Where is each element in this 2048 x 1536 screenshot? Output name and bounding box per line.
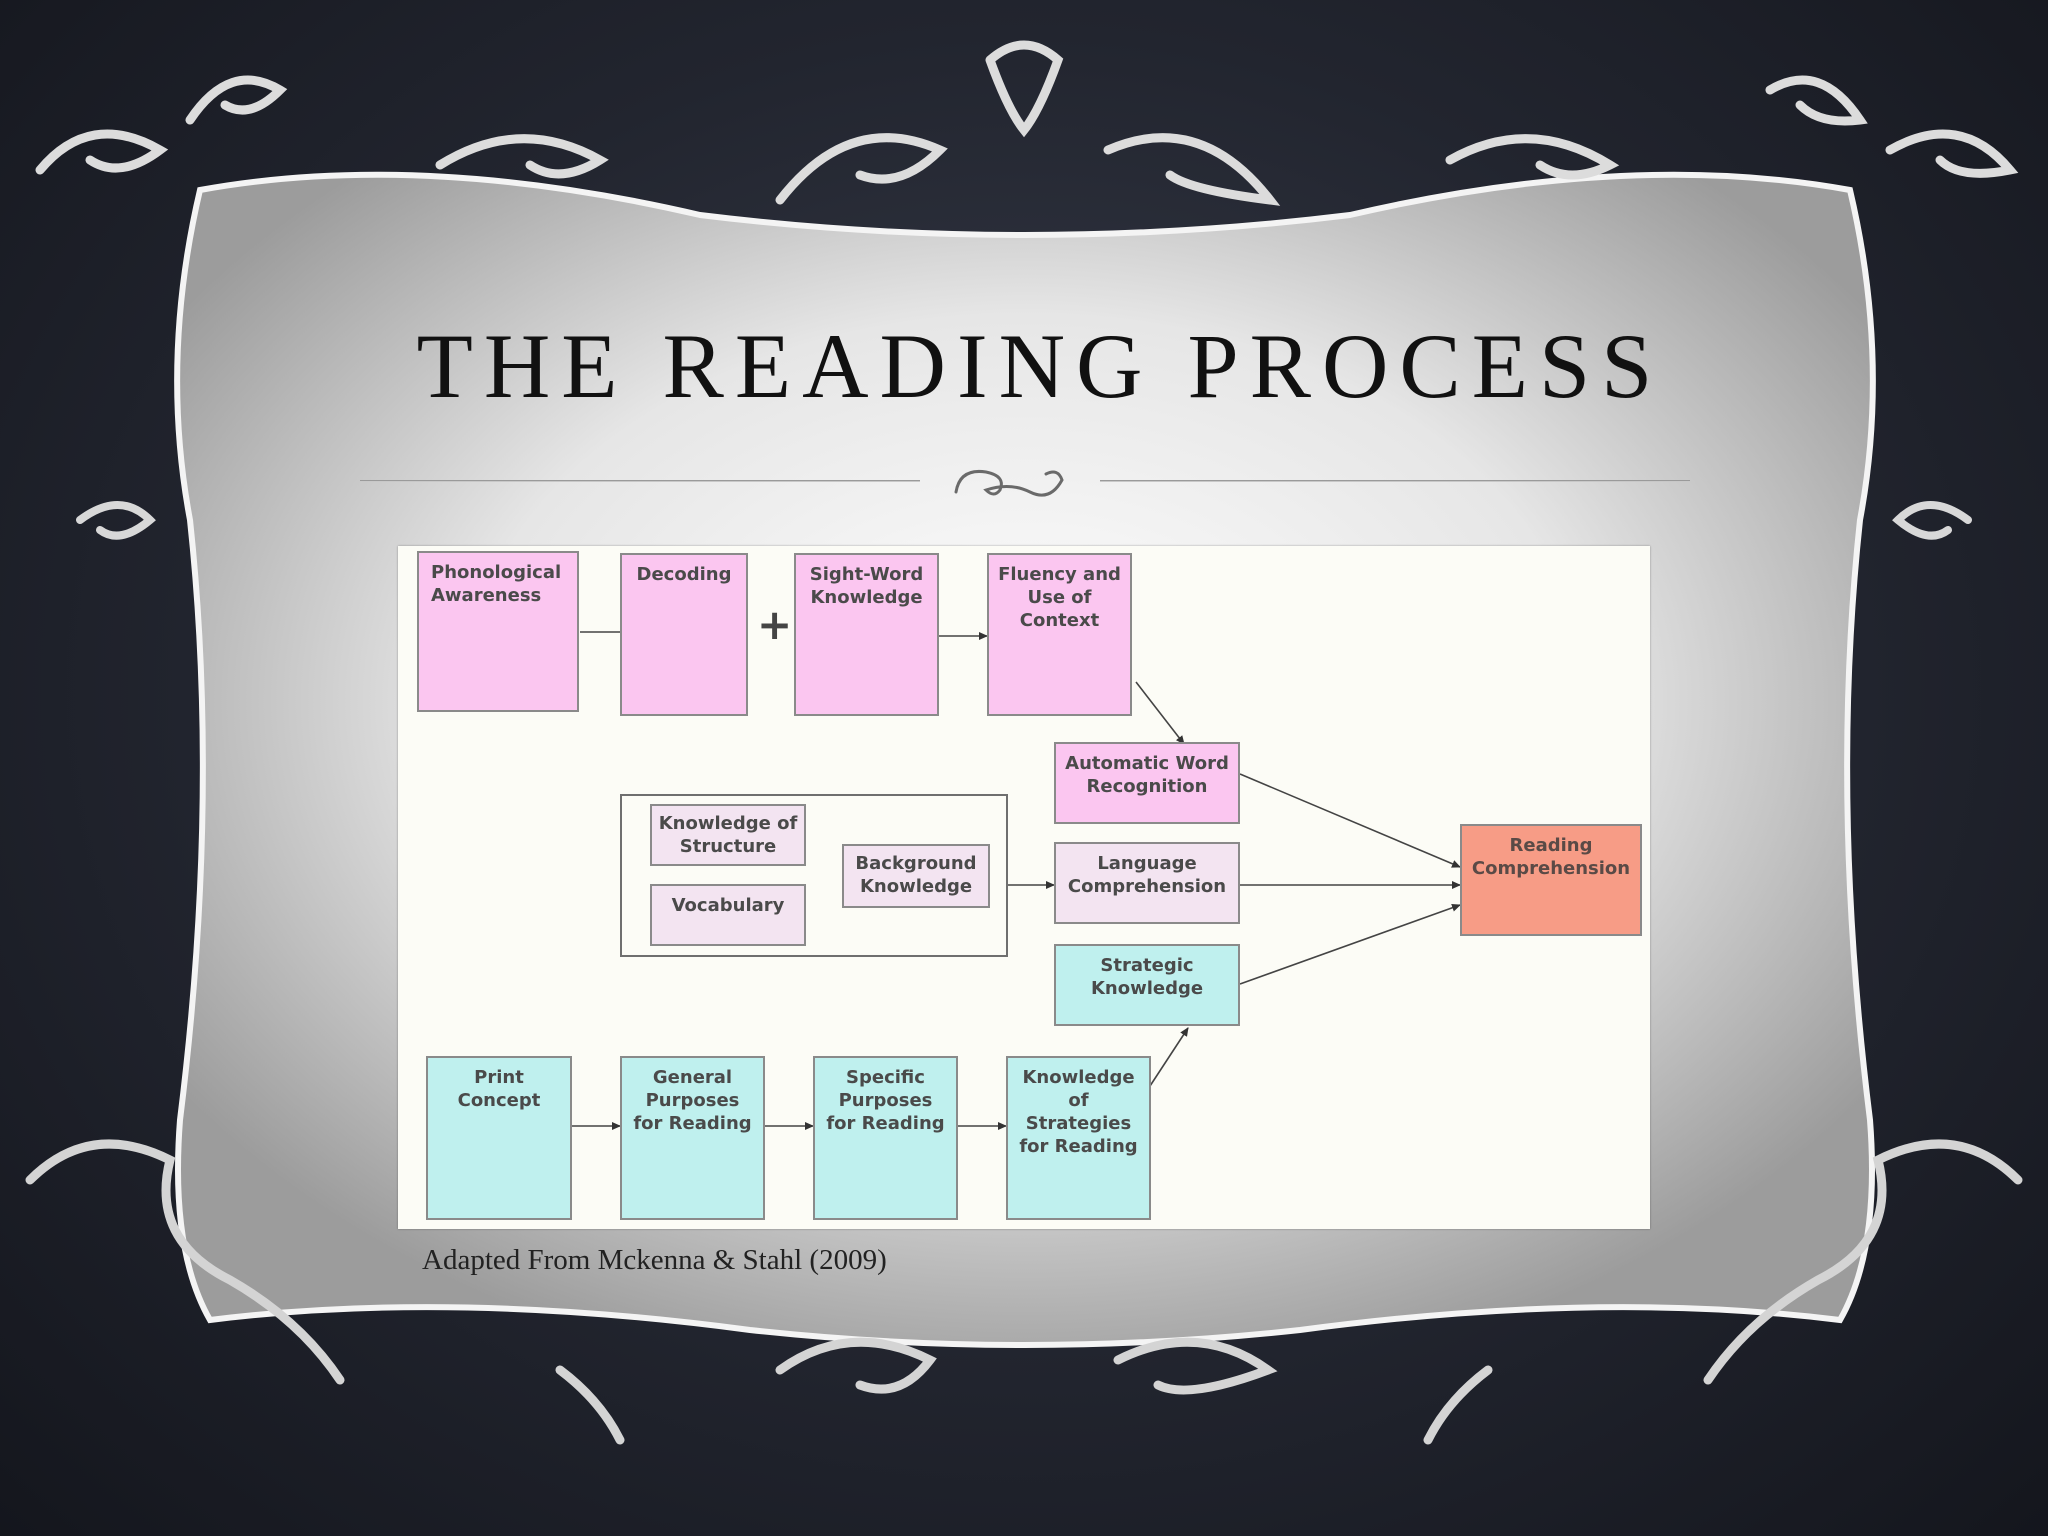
source-caption: Adapted From Mckenna & Stahl (2009): [422, 1244, 887, 1276]
node-specific-purposes-for-reading: Specific Purposes for Reading: [813, 1056, 958, 1220]
node-knowledge-of-strategies-for-reading: Knowledge of Strategies for Reading: [1006, 1056, 1151, 1220]
edge-strategies-to-strategic: [1149, 1027, 1189, 1087]
node-decoding: Decoding: [620, 553, 748, 716]
edge-automatic-to-comprehension: [1239, 773, 1461, 868]
node-general-purposes-for-reading: General Purposes for Reading: [620, 1056, 765, 1220]
node-print-concept: Print Concept: [426, 1056, 572, 1220]
background-knowledge-group: [620, 794, 1008, 957]
plus-sign: +: [757, 600, 793, 649]
slide-title: THE READING PROCESS: [416, 315, 1664, 417]
flourish-icon: [954, 469, 1064, 497]
node-fluency-and-use-of-context: Fluency and Use of Context: [987, 553, 1132, 716]
node-sight-word-knowledge: Sight-Word Knowledge: [794, 553, 939, 716]
node-phonological-awareness: Phonological Awareness: [417, 551, 579, 712]
node-language-comprehension: Language Comprehension: [1054, 842, 1240, 924]
diagram-edges: [572, 628, 1461, 1130]
node-background-knowledge: Background Knowledge: [842, 844, 990, 908]
node-knowledge-of-structure: Knowledge of Structure: [650, 804, 806, 866]
edge-strategic-to-comprehension: [1239, 903, 1461, 985]
edge-fluency-to-automatic: [1135, 681, 1185, 745]
title-rule-right: [1100, 480, 1690, 482]
node-reading-comprehension: Reading Comprehension: [1460, 824, 1642, 936]
node-vocabulary: Vocabulary: [650, 884, 806, 946]
node-automatic-word-recognition: Automatic Word Recognition: [1054, 742, 1240, 824]
reading-process-diagram: Phonological Awareness Decoding + Sight-…: [398, 546, 1650, 1229]
node-strategic-knowledge: Strategic Knowledge: [1054, 944, 1240, 1026]
title-rule-left: [360, 480, 920, 482]
